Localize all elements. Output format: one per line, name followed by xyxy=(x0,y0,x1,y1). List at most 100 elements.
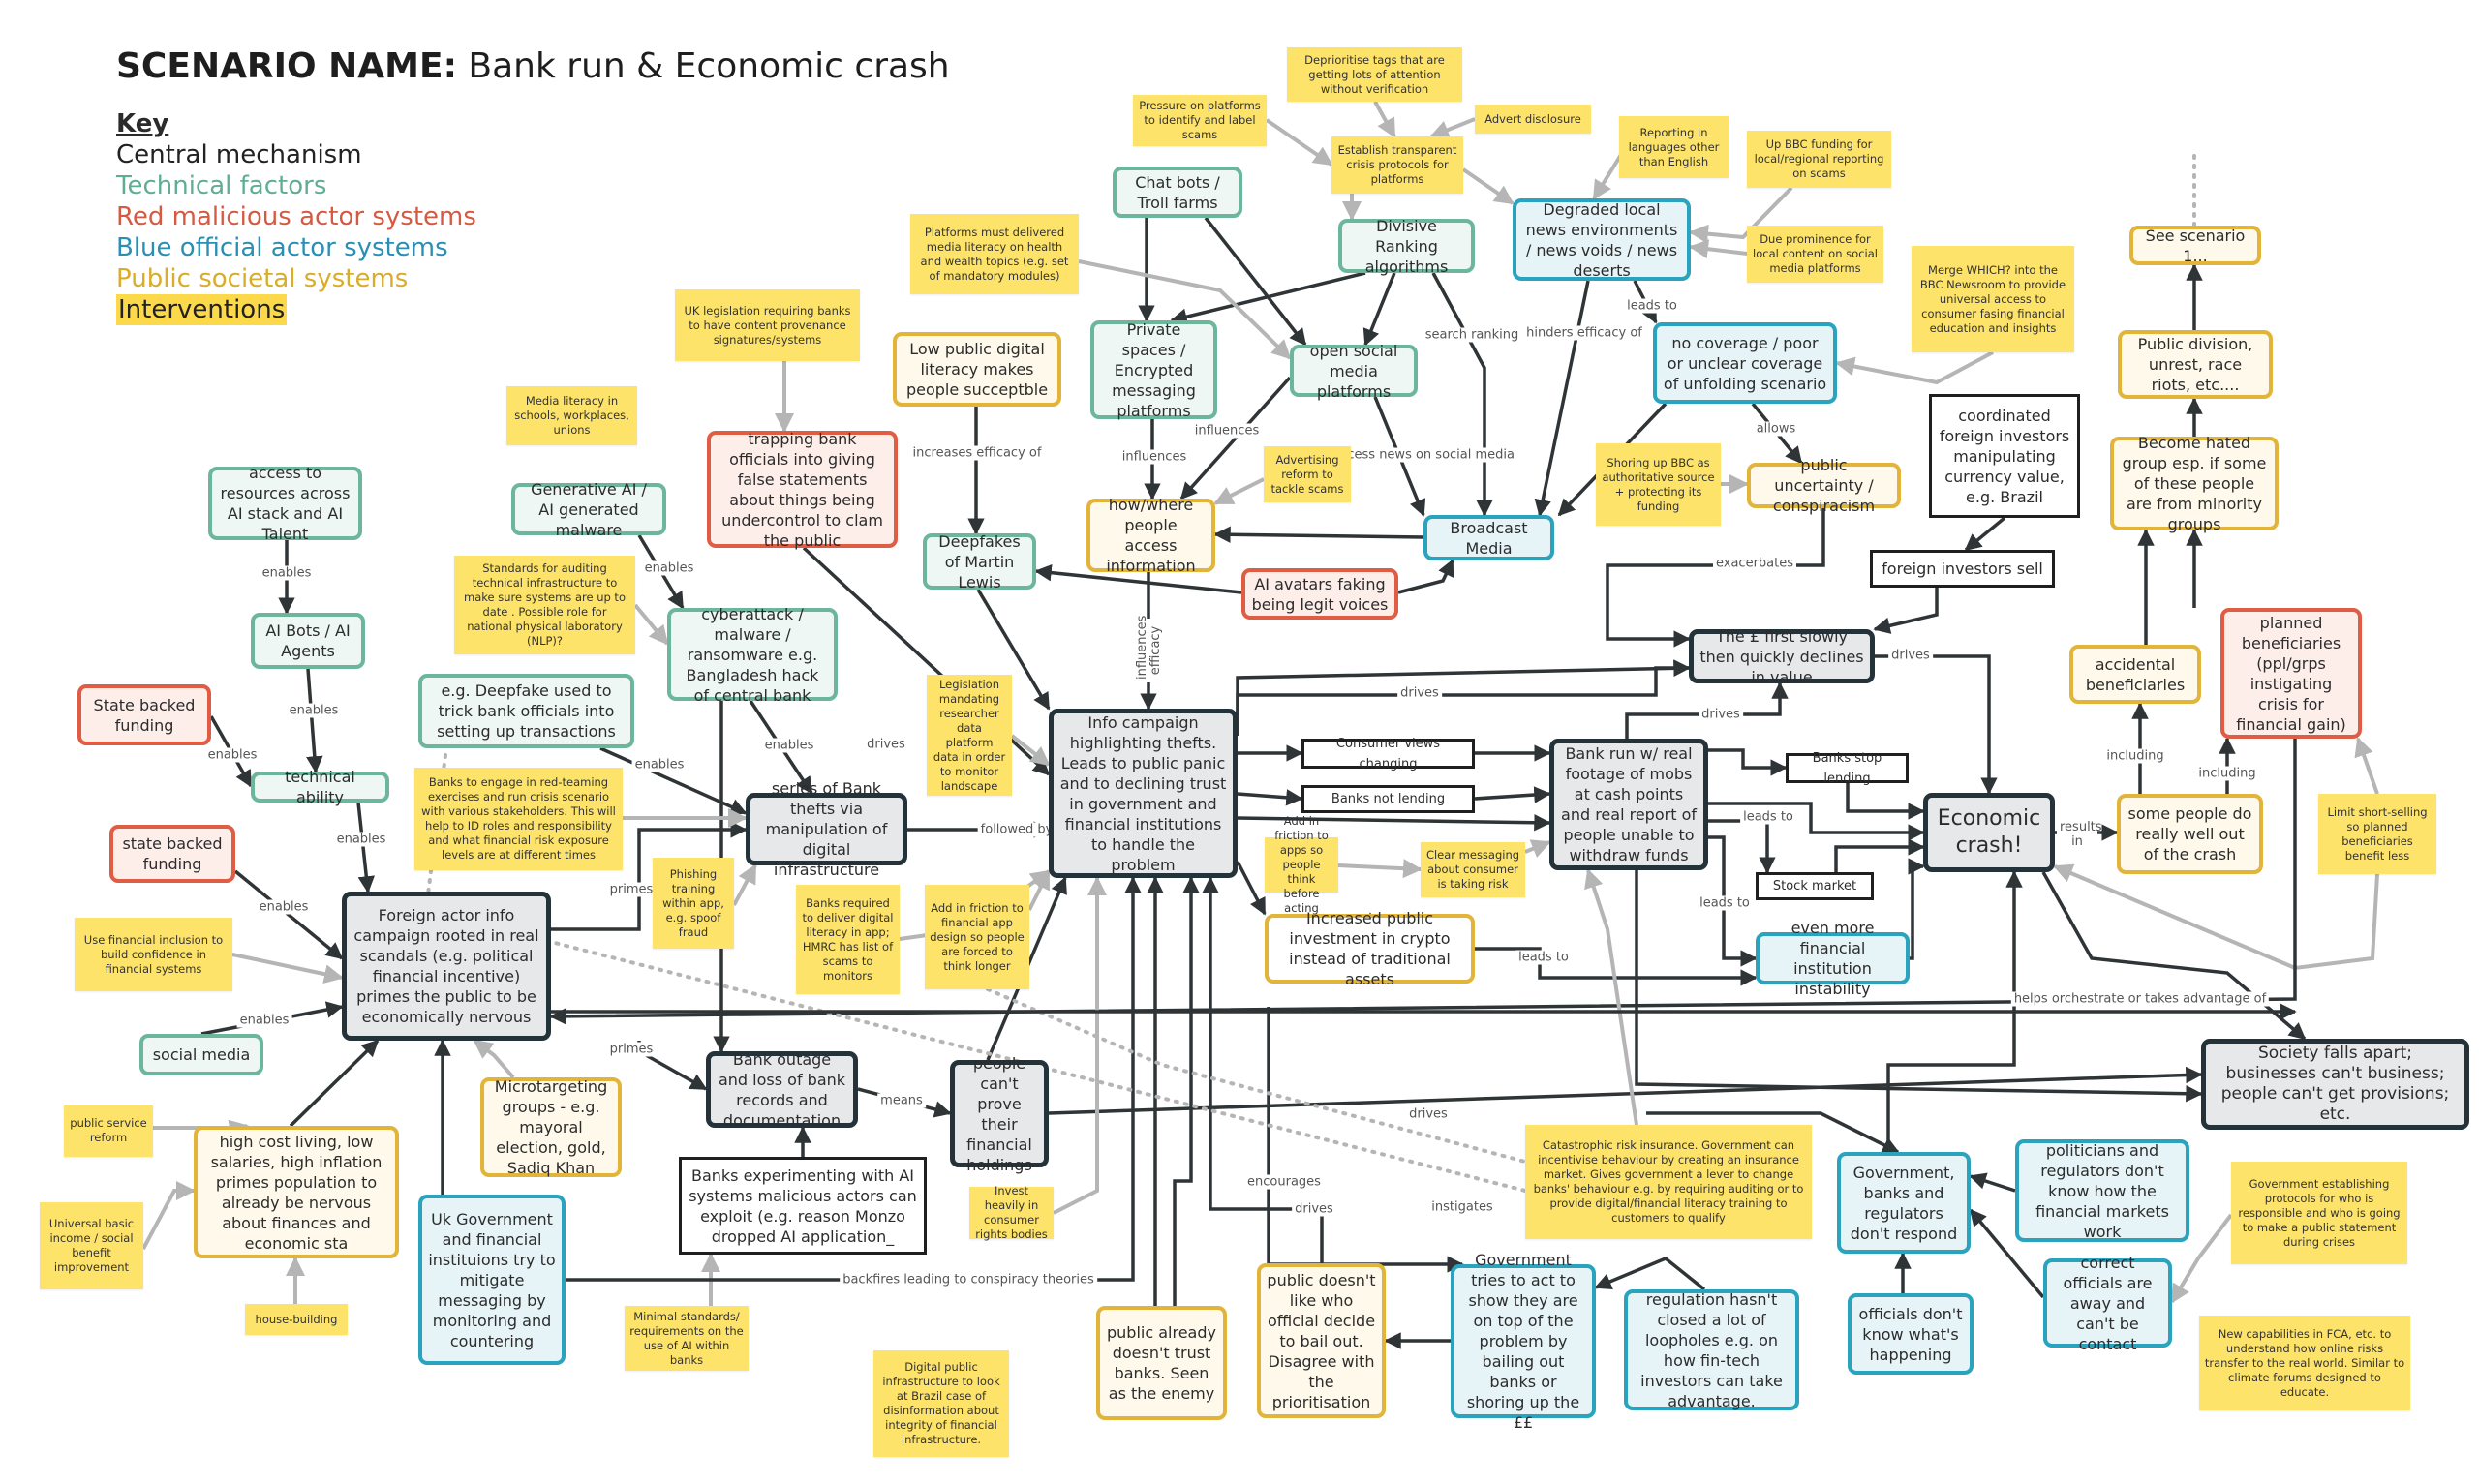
node-social-media[interactable]: social media xyxy=(139,1034,263,1075)
node-microtargeting[interactable]: Microtargeting groups - e.g. mayoral ele… xyxy=(480,1077,622,1177)
node-some-people-do-well[interactable]: some people do really well out of the cr… xyxy=(2117,794,2263,874)
node-accidental-beneficiaries[interactable]: accidental beneficiaries xyxy=(2069,645,2201,704)
node-technical-ability[interactable]: technical ability xyxy=(251,768,389,806)
node-deepfakes-martin-lewis[interactable]: Deepfakes of Martin Lewis xyxy=(923,532,1036,591)
node-ai-avatars[interactable]: AI avatars faking being legit voices xyxy=(1241,568,1398,620)
node-low-digital-literacy[interactable]: Low public digital literacy makes people… xyxy=(893,332,1061,407)
note-deprioritise-tags[interactable]: Deprioritise tags that are getting lots … xyxy=(1287,47,1462,102)
node-public-dislike-bailout[interactable]: public doesn't like who official decide … xyxy=(1257,1263,1386,1418)
note-friction-apps[interactable]: Add in friction to apps so people think … xyxy=(1265,814,1338,915)
note-minimal-ai-standards[interactable]: Minimal standards/ requirements on the u… xyxy=(625,1306,749,1371)
note-house-building[interactable]: house-building xyxy=(245,1304,348,1335)
node-public-distrust-banks[interactable]: public already doesn't trust banks. Seen… xyxy=(1096,1306,1227,1420)
node-foreign-investors-sell[interactable]: foreign investors sell xyxy=(1870,550,2055,588)
node-consumer-views-changing[interactable]: Consumer views changing xyxy=(1301,737,1475,772)
node-bank-run[interactable]: Bank run w/ real footage of mobs at cash… xyxy=(1549,739,1708,870)
node-government-tries[interactable]: Government tries to act to show they are… xyxy=(1451,1251,1596,1432)
connector-crash-society xyxy=(2041,871,2307,1041)
node-chat-bots-troll-farms[interactable]: Chat bots / Troll farms xyxy=(1113,167,1242,218)
node-uk-government-mitigate[interactable]: Uk Government and financial instituions … xyxy=(418,1195,566,1365)
note-media-literacy-schools[interactable]: Media literacy in schools, workplaces, u… xyxy=(506,386,637,445)
note-establish-protocols[interactable]: Establish transparent crisis protocols f… xyxy=(1331,136,1463,194)
node-cyberattack[interactable]: cyberattack / malware / ransomware e.g. … xyxy=(667,605,838,705)
note-government-protocols[interactable]: Government establishing protocols for wh… xyxy=(2231,1162,2407,1264)
edge-label-results-in: results in xyxy=(2057,820,2102,849)
node-info-campaign[interactable]: Info campaign highlighting thefts. Leads… xyxy=(1049,709,1238,878)
note-limit-short-selling[interactable]: Limit short-selling so planned beneficia… xyxy=(2318,794,2436,874)
node-state-backed-funding-2[interactable]: state backed funding xyxy=(109,825,235,883)
node-government-dont-respond[interactable]: Government, banks and regulators don't r… xyxy=(1837,1152,1971,1254)
note-invest-consumer-rights[interactable]: Invest heavily in consumer rights bodies xyxy=(969,1184,1054,1241)
connector-adreform-howwhere xyxy=(1213,477,1265,505)
node-open-social-media[interactable]: open social media platforms xyxy=(1290,342,1418,401)
node-broadcast-media[interactable]: Broadcast Media xyxy=(1423,515,1554,560)
node-stock-market[interactable]: Stock market xyxy=(1756,872,1874,900)
note-standards-auditing[interactable]: Standards for auditing technical infrast… xyxy=(454,556,635,654)
note-financial-inclusion[interactable]: Use financial inclusion to build confide… xyxy=(75,918,232,991)
node-cant-prove-holdings[interactable]: people can't prove their financial holdi… xyxy=(950,1054,1049,1174)
node-hated-group[interactable]: Become hated group esp. if some of these… xyxy=(2110,434,2279,533)
node-access-ai-resources[interactable]: access to resources across AI stack and … xyxy=(208,464,362,543)
legend-public-societal: Public societal systems xyxy=(116,264,409,293)
note-clear-messaging[interactable]: Clear messaging about consumer is taking… xyxy=(1421,842,1525,897)
note-banks-digital-literacy[interactable]: Banks required to deliver digital litera… xyxy=(796,885,900,994)
edge-label-leads-to: leads to xyxy=(1740,809,1796,825)
node-correct-officials-away[interactable]: correct officials are away and can't be … xyxy=(2043,1254,2172,1353)
node-planned-beneficiaries[interactable]: planned beneficiaries (ppl/grps instigat… xyxy=(2220,608,2362,739)
node-divisive-ranking[interactable]: Divisive Ranking algorithms xyxy=(1338,217,1475,276)
node-high-cost-living[interactable]: high cost living, low salaries, high inf… xyxy=(194,1126,399,1258)
note-friction-financial-app[interactable]: Add in friction to financial app design … xyxy=(925,885,1029,989)
edge-label-drives: drives xyxy=(1292,1201,1336,1217)
node-bank-thefts[interactable]: series of Bank thefts via manipulation o… xyxy=(746,779,907,879)
node-how-where-access-info[interactable]: how/where people access information xyxy=(1086,496,1215,575)
node-see-scenario-1[interactable]: See scenario 1... xyxy=(2129,226,2261,265)
note-advertising-reform[interactable]: Advertising reform to tackle scams xyxy=(1264,446,1351,502)
node-politicians-dont-know[interactable]: politicians and regulators don't know ho… xyxy=(2015,1139,2189,1242)
node-state-backed-funding[interactable]: State backed funding xyxy=(77,684,211,745)
node-banks-stop-lending[interactable]: Banks stop lending xyxy=(1786,751,1909,786)
note-phishing-training[interactable]: Phishing training within app, e.g. spoof… xyxy=(653,858,734,949)
node-financial-instability[interactable]: even more financial institution instabil… xyxy=(1756,919,1910,998)
note-digital-public-infrastructure[interactable]: Digital public infrastructure to look at… xyxy=(873,1350,1009,1457)
connector-limitshort-planned xyxy=(2354,737,2379,795)
note-catastrophic-risk-insurance[interactable]: Catastrophic risk insurance. Government … xyxy=(1525,1125,1812,1239)
node-pound-declines[interactable]: The £ first slowly then quickly declines… xyxy=(1689,627,1875,686)
note-reporting-languages[interactable]: Reporting in languages other than Englis… xyxy=(1619,116,1729,178)
note-public-service-reform[interactable]: public service reform xyxy=(64,1105,153,1157)
note-due-prominence[interactable]: Due prominence for local content on soci… xyxy=(1747,226,1883,283)
note-red-teaming[interactable]: Banks to engage in red-teaming exercises… xyxy=(414,768,623,870)
note-shoring-up-bbc[interactable]: Shoring up BBC as authoritative source +… xyxy=(1596,443,1721,526)
note-legislation-researcher-data[interactable]: Legislation mandating researcher data pl… xyxy=(927,675,1012,796)
node-trapping-bank-officials[interactable]: trapping bank officials into giving fals… xyxy=(707,430,898,550)
node-banks-not-lending[interactable]: Banks not lending xyxy=(1301,785,1475,813)
note-pressure-on-platforms[interactable]: Pressure on platforms to identify and la… xyxy=(1133,95,1267,146)
node-private-spaces[interactable]: Private spaces / Encrypted messaging pla… xyxy=(1090,320,1217,420)
node-no-coverage[interactable]: no coverage / poor or unclear coverage o… xyxy=(1653,322,1837,404)
note-advert-disclosure[interactable]: Advert disclosure xyxy=(1475,105,1591,134)
note-platforms-media-literacy[interactable]: Platforms must delivered media literacy … xyxy=(910,214,1079,294)
node-economic-crash[interactable]: Economic crash! xyxy=(1923,793,2055,872)
node-generative-ai[interactable]: Generative AI / AI generated malware xyxy=(511,480,666,539)
node-deepfake-trick-officials[interactable]: e.g. Deepfake used to trick bank officia… xyxy=(418,674,634,748)
note-fca-capabilities[interactable]: New capabilities in FCA, etc. to underst… xyxy=(2199,1316,2410,1410)
note-uk-legislation-provenance[interactable]: UK legislation requiring banks to have c… xyxy=(675,289,860,361)
note-universal-basic-income[interactable]: Universal basic income / social benefit … xyxy=(40,1202,143,1289)
node-crypto-investment[interactable]: Increased public investment in crypto in… xyxy=(1265,909,1475,988)
node-regulation-loopholes[interactable]: regulation hasn't closed a lot of loopho… xyxy=(1624,1289,1799,1410)
node-public-division[interactable]: Public division, unrest, race riots, etc… xyxy=(2118,330,2273,399)
connector-deprioritise-establish xyxy=(1373,101,1396,138)
edge-label-search-ranking: search ranking xyxy=(1422,327,1522,343)
node-society-falls-apart[interactable]: Society falls apart; businesses can't bu… xyxy=(2201,1039,2469,1130)
node-banks-experimenting-ai[interactable]: Banks experimenting with AI systems mali… xyxy=(679,1157,927,1255)
node-public-uncertainty[interactable]: public uncertainty / conspiracism xyxy=(1747,456,1901,515)
edge-label-enables: enables xyxy=(641,560,697,576)
node-bank-outage[interactable]: Bank outage and loss of bank records and… xyxy=(706,1050,858,1130)
node-degraded-local-news[interactable]: Degraded local news environments / news … xyxy=(1513,198,1691,281)
note-merge-which[interactable]: Merge WHICH? into the BBC Newsroom to pr… xyxy=(1912,246,2074,352)
node-ai-bots[interactable]: AI Bots / AI Agents xyxy=(251,613,365,669)
note-up-bbc-funding[interactable]: Up BBC funding for local/regional report… xyxy=(1747,131,1891,188)
node-officials-dont-know[interactable]: officials don't know what's happening xyxy=(1848,1293,1974,1375)
node-foreign-actor-campaign[interactable]: Foreign actor info campaign rooted in re… xyxy=(342,892,551,1041)
edge-label-enables: enables xyxy=(286,703,342,718)
node-coordinated-foreign-investors[interactable]: coordinated foreign investors manipulati… xyxy=(1929,394,2080,518)
